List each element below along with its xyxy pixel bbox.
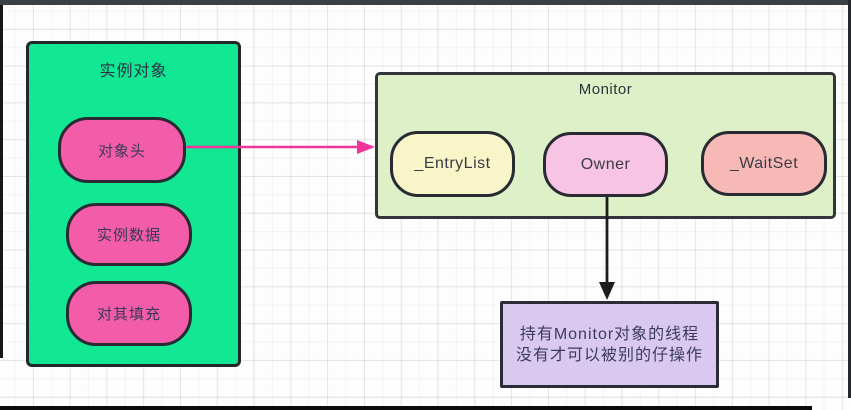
- node-waitset: _WaitSet: [701, 131, 827, 196]
- node-waitset-label: _WaitSet: [729, 154, 799, 172]
- arrow-right-head-icon: [357, 140, 375, 154]
- node-owner-label: Owner: [580, 155, 631, 173]
- note-line-1: 持有Monitor对象的线程: [519, 325, 700, 343]
- node-instance-data-label: 实例数据: [96, 227, 161, 244]
- node-padding: 对其填充: [66, 281, 192, 346]
- instance-object-box: 实例对象 对象头 实例数据 对其填充: [26, 41, 241, 367]
- instance-object-title: 实例对象: [99, 63, 168, 80]
- frame-top-bar: [0, 0, 851, 5]
- arrow-owner-to-note: [599, 197, 615, 300]
- node-instance-data: 实例数据: [66, 203, 192, 266]
- frame-right-edge: [848, 0, 851, 398]
- monitor-box: Monitor _EntryList Owner _WaitSet: [375, 72, 836, 219]
- monitor-title: Monitor: [578, 81, 633, 98]
- node-object-header-label: 对象头: [97, 142, 146, 160]
- note-box: 持有Monitor对象的线程 没有才可以被别的仔操作: [500, 301, 719, 388]
- node-entrylist-label: _EntryList: [414, 155, 491, 172]
- note-line-2: 没有才可以被别的仔操作: [515, 346, 703, 364]
- node-owner: Owner: [543, 132, 668, 197]
- node-entrylist: _EntryList: [390, 131, 515, 197]
- node-object-header: 对象头: [58, 117, 186, 183]
- frame-bottom-bar: [0, 406, 812, 410]
- arrow-objectheader-to-monitor: [186, 140, 375, 154]
- arrow-down-head-icon: [599, 282, 615, 300]
- node-padding-label: 对其填充: [96, 306, 161, 323]
- frame-left-edge: [0, 5, 3, 358]
